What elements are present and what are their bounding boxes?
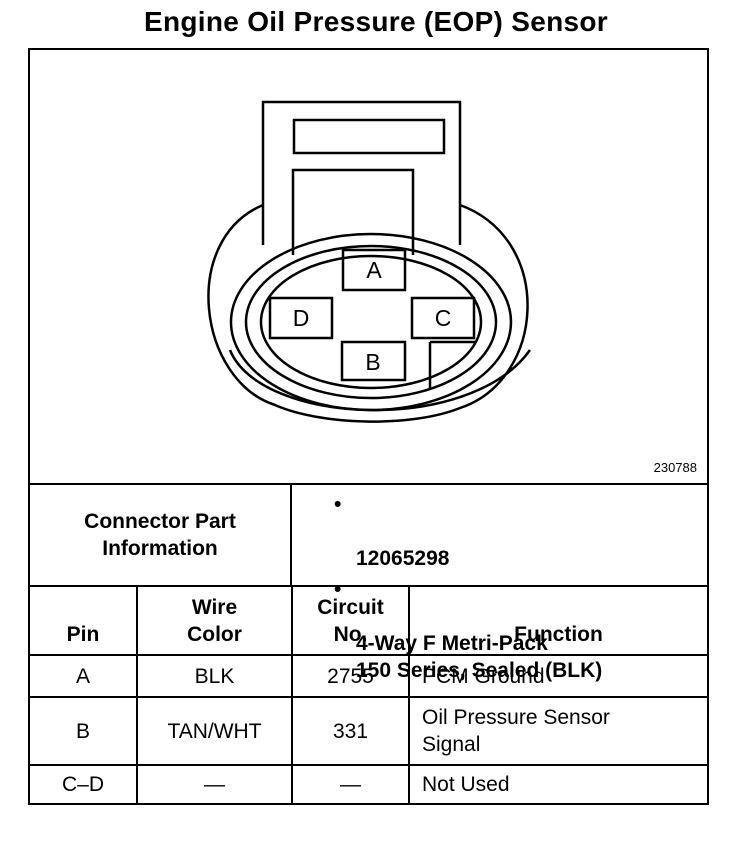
cell-function: PCM Ground — [408, 654, 707, 698]
header-pin: Pin — [30, 587, 138, 656]
connector-part-section: Connector Part Information • 12065298 • … — [30, 485, 707, 682]
connector-part-item: • 12065298 — [332, 491, 707, 572]
connector-part-number: 12065298 — [356, 547, 450, 570]
table-row: C–D — — Not Used — [30, 764, 707, 803]
cell-circuit-no: 331 — [291, 696, 410, 766]
figure-number: 230788 — [653, 460, 697, 475]
cell-pin: B — [30, 696, 138, 766]
pin-cavity-c — [410, 296, 476, 340]
connector-part-label: Connector Part Information — [30, 485, 292, 585]
diagram-frame: A D C B 230788 Connector Part Informatio… — [28, 48, 709, 805]
connector-face-drawing: A D C B — [207, 100, 532, 423]
bullet-icon: • — [334, 493, 342, 516]
cell-pin: C–D — [30, 764, 138, 803]
cell-wire-color: BLK — [136, 654, 293, 698]
latch-housing — [261, 100, 462, 245]
latch-slot — [292, 118, 446, 155]
pin-cavity-a — [341, 248, 407, 292]
cell-pin: A — [30, 654, 138, 698]
connector-diagram-panel: A D C B 230788 — [30, 50, 707, 485]
connector-part-info: • 12065298 • 4-Way F Metri-Pack 150 Seri… — [292, 485, 707, 682]
connector-body-outer — [207, 203, 529, 423]
cell-wire-color: — — [136, 764, 293, 803]
seal-ring-middle — [244, 244, 498, 400]
cell-function: Oil Pressure Sensor Signal — [408, 696, 707, 766]
table-row: A BLK 2755 PCM Ground — [30, 654, 707, 698]
header-circuit-no: Circuit No. — [291, 587, 410, 656]
cell-circuit-no: 2755 — [291, 654, 410, 698]
table-row: B TAN/WHT 331 Oil Pressure Sensor Signal — [30, 696, 707, 766]
pin-cavity-b — [340, 340, 407, 382]
pin-table-header-row: Pin Wire Color Circuit No. Function — [30, 587, 707, 656]
keyway — [428, 340, 475, 388]
pin-label-b: B — [365, 349, 380, 375]
page-title: Engine Oil Pressure (EOP) Sensor — [144, 6, 608, 37]
latch-inner — [291, 168, 415, 255]
pin-cavity-d — [268, 296, 334, 340]
pin-table: Pin Wire Color Circuit No. Function A BL… — [30, 587, 707, 803]
pin-label-c: C — [435, 305, 452, 331]
seal-ring-inner — [259, 254, 483, 390]
header-wire-color: Wire Color — [136, 587, 293, 656]
seal-ring-outer — [229, 232, 513, 412]
pin-label-a: A — [366, 257, 382, 283]
cell-wire-color: TAN/WHT — [136, 696, 293, 766]
cell-function: Not Used — [408, 764, 707, 803]
cell-circuit-no: — — [291, 764, 410, 803]
pin-label-d: D — [293, 305, 310, 331]
header-function: Function — [408, 587, 707, 656]
